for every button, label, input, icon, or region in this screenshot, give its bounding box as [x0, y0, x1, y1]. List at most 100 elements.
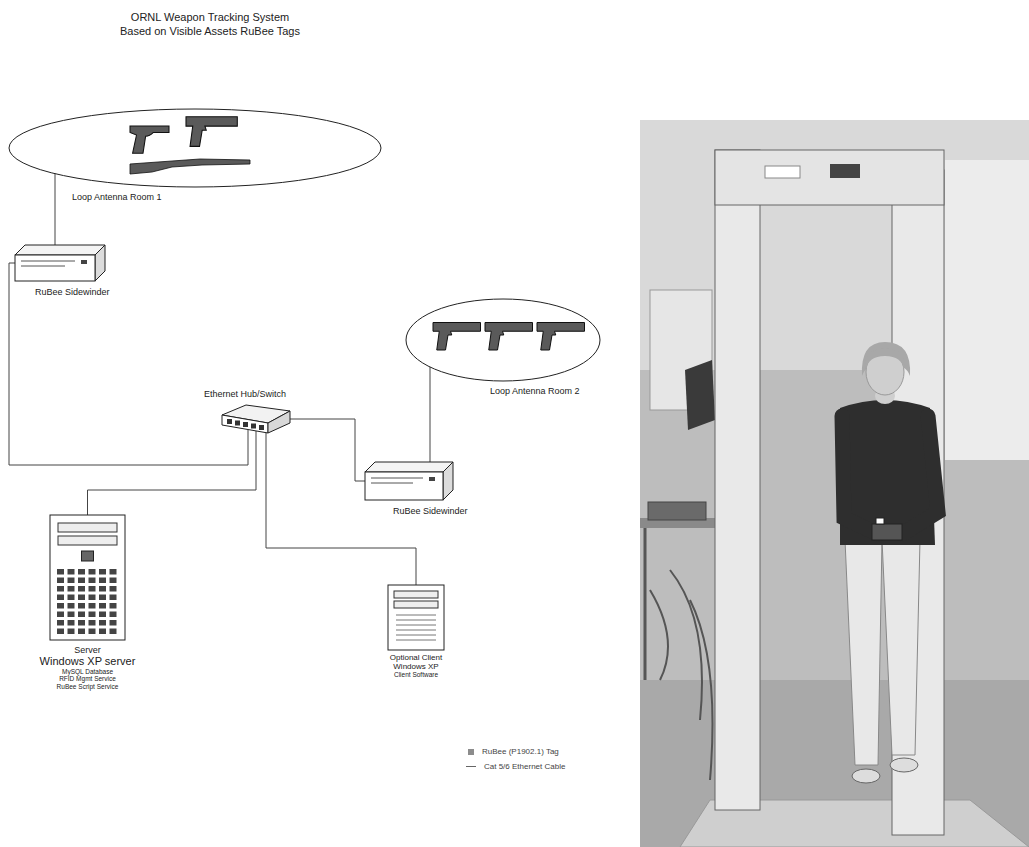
- node-shape: [388, 585, 444, 650]
- node-shape: [405, 298, 601, 382]
- node-note: MySQL Database: [40, 668, 136, 675]
- ethernet-cable: [290, 419, 365, 481]
- antenna-loop: Loop Antenna Room 2: [405, 298, 601, 382]
- reader-device: RuBee Sidewinder: [15, 245, 105, 281]
- vent-grille: [57, 569, 64, 575]
- equipment-case: [648, 502, 706, 520]
- right-leg: [882, 540, 920, 755]
- reader-device: RuBee Sidewinder: [365, 462, 453, 500]
- switch-port: [235, 421, 240, 426]
- ethernet-cable: [55, 174, 56, 245]
- node-label: Loop Antenna Room 1: [72, 192, 162, 202]
- vent-grille: [110, 586, 117, 592]
- vent-grille: [78, 620, 85, 626]
- node-label: Optional Client: [390, 653, 442, 662]
- vent-grille: [89, 569, 96, 575]
- vent-grille: [110, 612, 117, 618]
- portal-left-pillar: [715, 150, 760, 810]
- vent-grille: [89, 578, 96, 584]
- left-arm: [842, 416, 878, 534]
- left-leg: [845, 540, 882, 765]
- vent-grille: [68, 603, 75, 609]
- label-stack: RuBee Sidewinder: [393, 506, 468, 516]
- head: [866, 349, 904, 395]
- label-stack: Optional ClientWindows XPClient Software: [390, 653, 442, 679]
- node-shape: [222, 405, 290, 433]
- node-label: RuBee Sidewinder: [35, 287, 110, 297]
- drive-bay: [394, 591, 438, 598]
- vent-line: [396, 640, 436, 641]
- device-led: [429, 477, 435, 481]
- vent-grille: [110, 569, 117, 575]
- vent-grille: [99, 603, 106, 609]
- photo-ground: [640, 120, 1029, 847]
- vent-grille: [89, 603, 96, 609]
- device-slots: [21, 261, 75, 266]
- vent-grille: [99, 620, 106, 626]
- device-side: [95, 245, 105, 281]
- vent-grille: [68, 569, 75, 575]
- ethernet-cable: [430, 367, 431, 462]
- vent-grille: [78, 586, 85, 592]
- drive-bay: [394, 601, 438, 608]
- vent-grille: [110, 629, 117, 635]
- device-led: [81, 260, 87, 264]
- vent-grille: [99, 578, 106, 584]
- vent-grille: [68, 629, 75, 635]
- vent-grille: [78, 595, 85, 601]
- legend-row: Cat 5/6 Ethernet Cable: [466, 759, 565, 774]
- vent-grille: [99, 595, 106, 601]
- vent-grille: [110, 620, 117, 626]
- node-label: Ethernet Hub/Switch: [204, 389, 286, 399]
- drive-bay: [58, 536, 117, 545]
- vent-grille: [99, 629, 106, 635]
- vent-grille: [78, 603, 85, 609]
- loop-outline: [406, 299, 600, 381]
- right-shoe: [890, 758, 918, 772]
- switch-port: [243, 422, 248, 427]
- node-note: RFID Mgmt Service: [40, 675, 136, 682]
- vent-grille: [110, 603, 117, 609]
- node-note: RuBee Script Service: [40, 683, 136, 690]
- legend: RuBee (P1902.1) TagCat 5/6 Ethernet Cabl…: [466, 744, 565, 774]
- vent-grille: [57, 578, 64, 584]
- label-stack: RuBee Sidewinder: [35, 287, 110, 297]
- label-stack: Ethernet Hub/Switch: [204, 389, 286, 399]
- ethernet-cable: [88, 431, 257, 515]
- pistol-icon: [537, 323, 585, 351]
- vent-grille: [78, 629, 85, 635]
- node-shape: [50, 515, 125, 640]
- legend-line-sample: [466, 766, 476, 767]
- wall-monitor: [685, 360, 715, 430]
- vent-grille: [89, 620, 96, 626]
- vent-grille: [57, 629, 64, 635]
- portal-plate: [765, 166, 800, 178]
- vent-grille: [89, 595, 96, 601]
- vent-grille: [89, 586, 96, 592]
- switch-front: [222, 415, 268, 433]
- device-side: [443, 462, 453, 500]
- node-shape: [365, 462, 453, 500]
- vent-grille: [57, 603, 64, 609]
- vent-line: [396, 630, 436, 631]
- vent-grille: [57, 620, 64, 626]
- hair-top: [865, 348, 904, 370]
- vent-line: [396, 625, 436, 626]
- network-switch: Ethernet Hub/Switch: [222, 405, 290, 433]
- device-slots: [371, 478, 423, 483]
- switch-side: [268, 411, 290, 433]
- server-tower: ServerWindows XP serverMySQL DatabaseRFI…: [50, 515, 125, 640]
- legend-label: RuBee (P1902.1) Tag: [482, 747, 559, 756]
- label-stack: Loop Antenna Room 1: [72, 192, 162, 202]
- device-top: [365, 462, 453, 472]
- portal-crossbar: [715, 150, 944, 205]
- switch-port: [251, 424, 256, 429]
- left-shoe: [852, 769, 880, 783]
- device-top: [15, 245, 105, 255]
- antenna-loop: Loop Antenna Room 1: [8, 108, 382, 188]
- ethernet-cable: [9, 263, 248, 465]
- vent-grille: [68, 620, 75, 626]
- vent-grille: [57, 586, 64, 592]
- pistol-icon: [186, 117, 237, 147]
